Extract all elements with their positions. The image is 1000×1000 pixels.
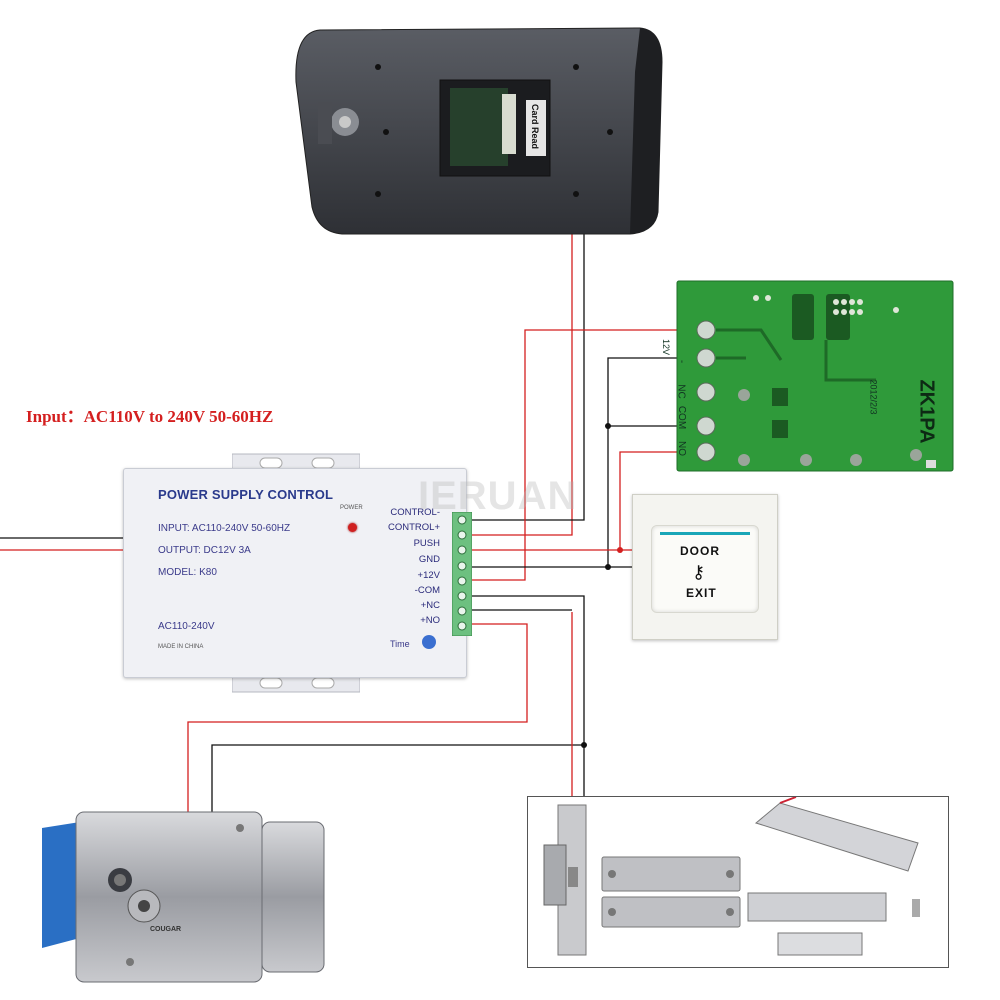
psu-input-spec: INPUT: AC110-240V 50-60HZ: [158, 523, 291, 534]
electric-rim-lock: [42, 811, 325, 983]
lock-options-panel: [527, 796, 949, 968]
power-supply-controller: POWER SUPPLY CONTROL INPUT: AC110-240V 5…: [123, 468, 467, 678]
terminal-label-control-minus: CONTROL-: [390, 507, 440, 518]
relay-pin-label: NC: [675, 384, 687, 399]
wire-junction: [605, 564, 611, 570]
lock-brand-label: COUGAR: [150, 926, 182, 933]
psu-top-bracket: [232, 453, 360, 472]
electric-bolt-lock: [601, 856, 741, 928]
relay-date-label: 2012/2/3: [868, 379, 879, 415]
wire-junction: [605, 423, 611, 429]
psu-bottom-bracket: [232, 674, 360, 693]
exit-button[interactable]: DOOR ⚷ EXIT: [651, 525, 759, 613]
psu-title: POWER SUPPLY CONTROL: [158, 487, 334, 502]
watermark-text: IERUAN: [418, 474, 578, 518]
exit-button-door-text: DOOR: [680, 544, 720, 558]
key-icon: ⚷: [692, 562, 706, 582]
exit-button-exit-text: EXIT: [686, 586, 717, 600]
terminal-label-nc: +NC: [420, 600, 440, 611]
terminal-label-control-plus: CONTROL+: [388, 522, 440, 533]
power-led: [348, 523, 357, 532]
terminal-label-no: +NO: [420, 615, 440, 626]
magnetic-lock: [747, 892, 920, 956]
psu-model: MODEL: K80: [158, 567, 217, 578]
relay-pin-label: NO: [676, 441, 687, 456]
relay-no-wire: [468, 451, 702, 551]
terminal-block: [452, 512, 472, 636]
lock-no-wire: [187, 623, 528, 815]
terminal-label-12v: +12V: [417, 570, 440, 581]
relay-12v-wire: [468, 329, 702, 581]
psu-output-spec: OUTPUT: DC12V 3A: [158, 545, 251, 556]
drop-bolt-lock: [754, 797, 919, 872]
terminal-label-com: -COM: [414, 585, 440, 596]
electric-strike: [543, 804, 587, 956]
relay-pin-label: -: [676, 359, 688, 364]
card-read-label: Card Read: [530, 104, 540, 149]
terminal-label-push: PUSH: [413, 538, 440, 549]
terminal-label-gnd: GND: [418, 554, 440, 565]
psu-time-label: Time: [390, 639, 410, 649]
relay-pin-label: 12V: [661, 338, 672, 356]
relay-board: 12V - NC COM NO ZK1PA 2012/2/3: [661, 280, 954, 472]
psu-made-in: MADE IN CHINA: [158, 644, 204, 650]
wire-junction: [581, 742, 587, 748]
relay-model-label: ZK1PA: [915, 379, 938, 444]
relay-gnd-wire: [468, 357, 702, 568]
card-reader-device: Card Read: [295, 27, 663, 235]
input-voltage-label: Input：AC110V to 240V 50-60HZ: [26, 407, 274, 426]
psu-ac-label: AC110-240V: [158, 621, 215, 632]
relay-pin-label: COM: [676, 405, 688, 430]
psu-power-label: POWER: [340, 505, 363, 511]
wire-junction: [617, 547, 623, 553]
time-adjust-knob[interactable]: [422, 635, 436, 649]
exit-button-plate: DOOR ⚷ EXIT: [632, 494, 778, 640]
